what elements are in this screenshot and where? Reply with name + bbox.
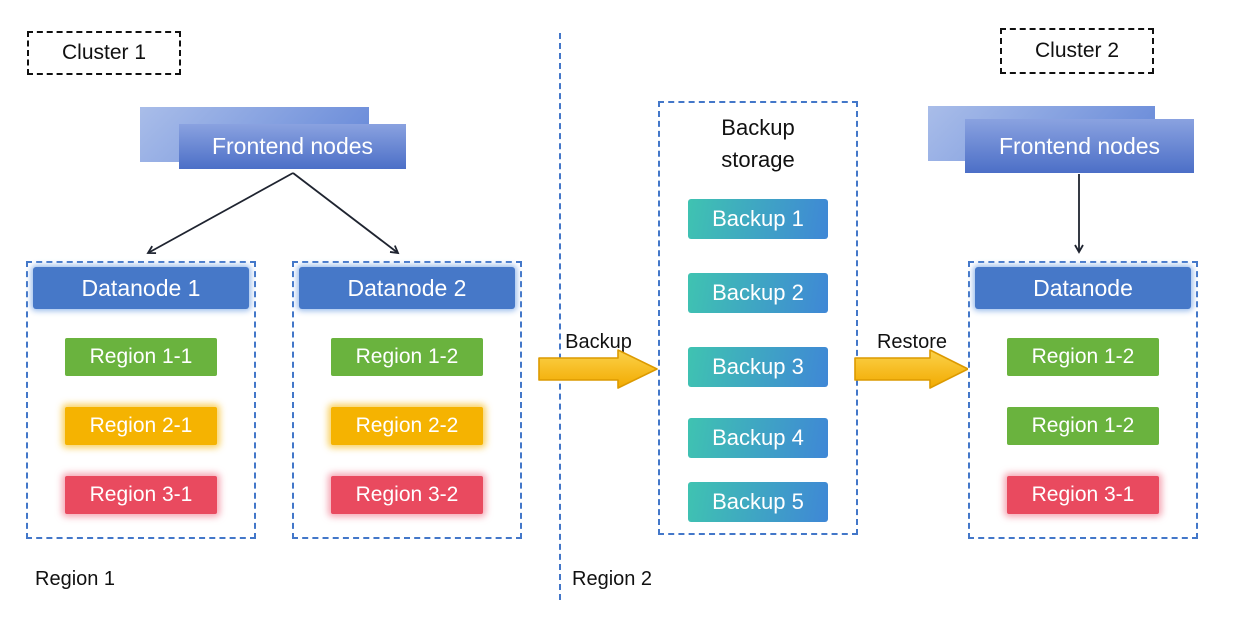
region-chip: Region 1-2 [331,338,483,376]
backup-item-label: Backup 2 [712,280,804,305]
restore-flow-arrow-icon [854,349,969,389]
region-chip: Region 2-1 [65,407,217,445]
backup-item-chip: Backup 1 [688,199,828,239]
region-chip-label: Region 3-1 [89,483,193,506]
region-chip: Region 3-2 [331,476,483,514]
region-chip: Region 2-2 [331,407,483,445]
datanode-1-header: Datanode 1 [33,267,249,309]
region-chip-label: Region 1-2 [1031,345,1135,368]
frontend-to-datanode1-arrow [146,172,294,255]
backup-flow-arrow-icon [538,349,658,389]
backup-item-label: Backup 5 [712,489,804,514]
backup-storage-box: Backup storage Backup 1 Backup 2 Backup … [658,101,858,535]
region-chip-label: Region 1-2 [355,345,459,368]
region-chip-label: Region 3-1 [1031,483,1135,506]
backup-storage-title: Backup storage [721,115,795,172]
backup-item-label: Backup 4 [712,425,804,450]
datanode-2-box: Datanode 2 Region 1-2 Region 2-2 Region … [292,261,522,539]
backup-item-label: Backup 3 [712,354,804,379]
footer-region-1-label: Region 1 [35,568,116,590]
datanode-cluster2-box: Datanode Region 1-2 Region 1-2 Region 3-… [968,261,1198,539]
datanode-2-title: Datanode 2 [347,274,467,301]
datanode-cluster2-header: Datanode [975,267,1191,309]
frontend-nodes-box-right: Frontend nodes [965,119,1194,173]
cluster-2-label: Cluster 2 [1000,28,1154,74]
frontend-to-datanode2-arrow [292,172,400,255]
region-chip-label: Region 3-2 [355,483,459,506]
region-chip-label: Region 2-2 [355,414,459,437]
backup-item-label: Backup 1 [712,206,804,231]
frontend-nodes-label-right: Frontend nodes [998,132,1161,159]
backup-item-chip: Backup 5 [688,482,828,522]
restore-flow-label: Restore [876,331,948,353]
frontend-nodes-box-left: Frontend nodes [179,124,406,169]
region-chip: Region 1-2 [1007,338,1159,376]
datanode-1-box: Datanode 1 Region 1-1 Region 2-1 Region … [26,261,256,539]
region-chip-label: Region 1-1 [89,345,193,368]
datanode-1-title: Datanode 1 [81,274,201,301]
datanode-2-header: Datanode 2 [299,267,515,309]
region-divider-line [559,33,561,600]
datanode-cluster2-title: Datanode [1033,274,1133,301]
backup-flow-label: Backup [565,331,632,353]
region-chip: Region 1-2 [1007,407,1159,445]
footer-region-2-label: Region 2 [572,568,653,590]
region-chip-label: Region 1-2 [1031,414,1135,437]
cluster-1-label: Cluster 1 [27,31,181,75]
cluster-2-label-text: Cluster 2 [1034,39,1120,62]
region-chip: Region 1-1 [65,338,217,376]
region-chip-label: Region 2-1 [89,414,193,437]
backup-item-chip: Backup 3 [688,347,828,387]
region-chip: Region 3-1 [65,476,217,514]
frontend-nodes-label-left: Frontend nodes [211,133,374,159]
region-chip: Region 3-1 [1007,476,1159,514]
backup-item-chip: Backup 2 [688,273,828,313]
backup-item-chip: Backup 4 [688,418,828,458]
cluster-1-label-text: Cluster 1 [61,41,147,64]
